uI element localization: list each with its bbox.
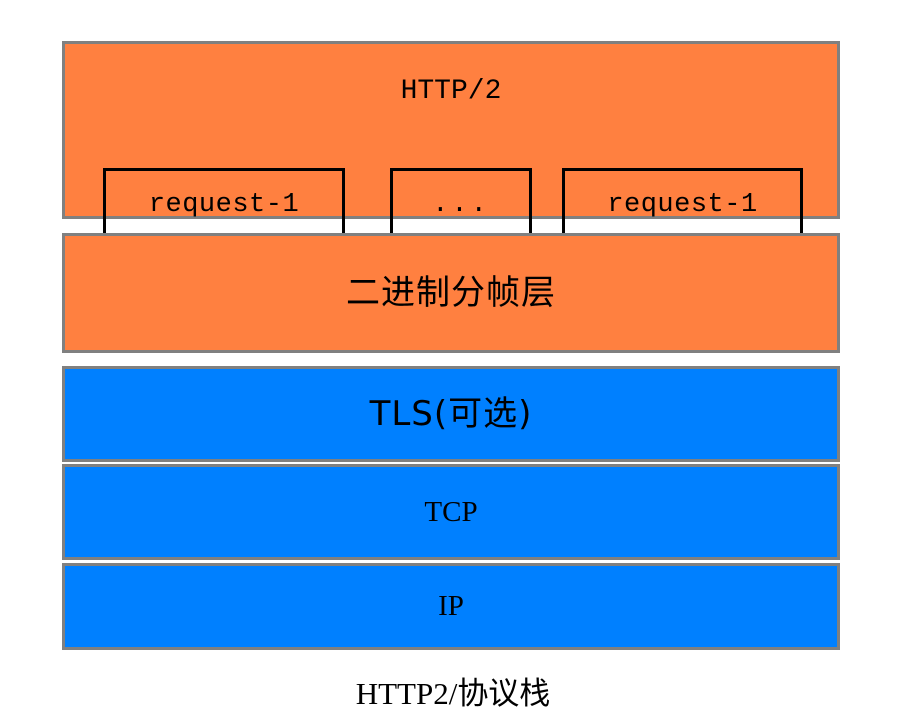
request-box-ellipsis: ... <box>390 168 532 242</box>
stack-layer-ip: IP <box>62 563 840 650</box>
caption-ascii-part: HTTP2/ <box>355 676 458 711</box>
caption-cjk-part: 协议栈 <box>457 676 551 712</box>
layer-label-tcp: TCP <box>424 495 478 528</box>
layer-label-http2: HTTP/2 <box>400 76 502 107</box>
layer-label-tls: TLS(可选) <box>369 394 533 434</box>
stack-layer-tcp: TCP <box>62 464 840 560</box>
request-box-n: request-1 <box>562 168 803 242</box>
stack-layer-binary-framing: 二进制分帧层 <box>62 233 840 353</box>
layer-label-binary-framing: 二进制分帧层 <box>346 273 556 313</box>
stack-layer-tls: TLS(可选) <box>62 366 840 462</box>
layer-label-ip: IP <box>438 590 464 622</box>
diagram-caption: HTTP2/协议栈 <box>0 668 906 713</box>
stack-layer-http2: HTTP/2 request-1 ... request-1 <box>62 41 840 242</box>
request-box-1: request-1 <box>103 168 345 242</box>
